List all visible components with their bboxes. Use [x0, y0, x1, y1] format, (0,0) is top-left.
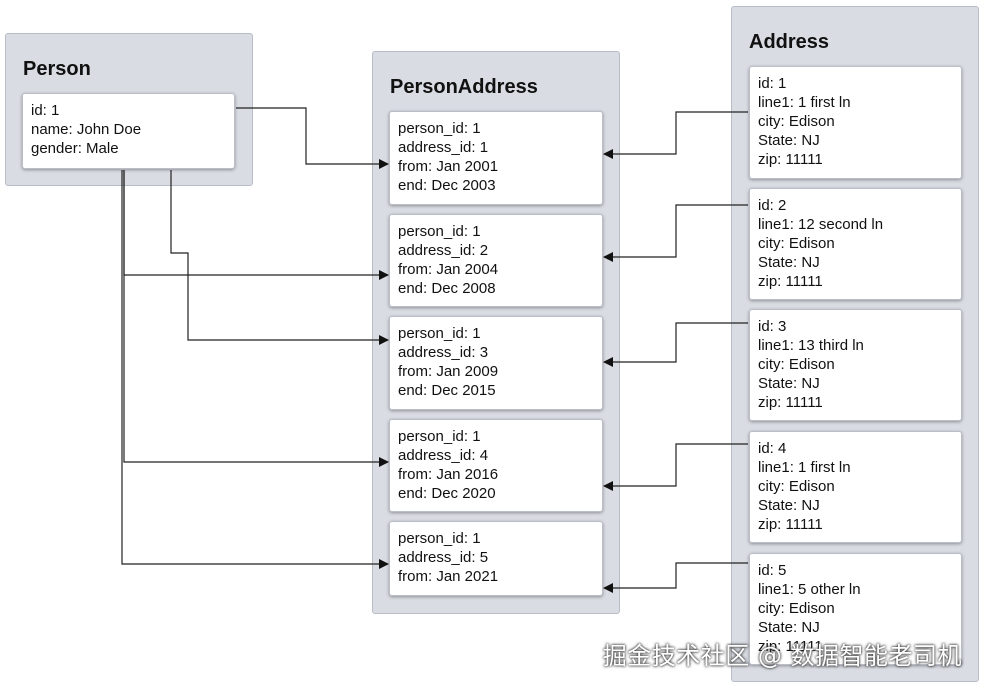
person-name-field: name: John Doe — [31, 121, 142, 138]
record-field: zip: 11111 — [758, 394, 823, 411]
record-field: line1: 5 other ln — [758, 581, 861, 598]
record-field: end: Dec 2020 — [398, 485, 496, 502]
record-field: State: NJ — [758, 497, 820, 514]
record-field: id: 3 — [758, 318, 787, 335]
record-field: person_id: 1 — [398, 120, 481, 137]
person-address-record-4: person_id: 1 address_id: 4 from: Jan 201… — [389, 419, 603, 512]
record-field: city: Edison — [758, 600, 835, 617]
record-field: person_id: 1 — [398, 325, 481, 342]
address-record-5: id: 5 line1: 5 other ln city: Edison Sta… — [749, 553, 962, 665]
record-field: person_id: 1 — [398, 428, 481, 445]
address-record-2: id: 2 line1: 12 second ln city: Edison S… — [749, 188, 962, 300]
record-field: end: Dec 2003 — [398, 177, 496, 194]
address-3-to-record-3-connector — [603, 322, 748, 367]
person-address-record-2: person_id: 1 address_id: 2 from: Jan 200… — [389, 214, 603, 307]
record-field: address_id: 5 — [398, 549, 489, 566]
person-entity-title: Person — [23, 58, 91, 80]
person-id-field: id: 1 — [31, 102, 60, 119]
record-field: State: NJ — [758, 375, 820, 392]
record-field: city: Edison — [758, 356, 835, 373]
record-field: line1: 13 third ln — [758, 337, 864, 354]
person-record-card: id: 1 name: John Doe gender: Male — [22, 93, 235, 169]
watermark-text: 掘金技术社区 @ 数据智能老司机 — [602, 642, 962, 670]
record-field: from: Jan 2009 — [398, 363, 499, 380]
record-field: city: Edison — [758, 235, 835, 252]
address-record-3: id: 3 line1: 13 third ln city: Edison St… — [749, 309, 962, 421]
record-field: zip: 11111 — [758, 273, 823, 290]
person-to-record-5-connector — [121, 170, 389, 569]
record-field: id: 1 — [758, 75, 787, 92]
record-field: line1: 1 first ln — [758, 459, 851, 476]
record-field: city: Edison — [758, 478, 835, 495]
person-to-record-3-connector — [170, 170, 389, 345]
record-field: person_id: 1 — [398, 530, 481, 547]
record-field: id: 2 — [758, 197, 787, 214]
record-field: zip: 11111 — [758, 151, 823, 168]
record-field: from: Jan 2016 — [398, 466, 499, 483]
address-record-1: id: 1 line1: 1 first ln city: Edison Sta… — [749, 66, 962, 179]
record-field: zip: 11111 — [758, 638, 823, 655]
address-record-4: id: 4 line1: 1 first ln city: Edison Sta… — [749, 431, 962, 543]
record-field: end: Dec 2008 — [398, 280, 496, 297]
person-gender-field: gender: Male — [31, 140, 119, 157]
record-field: city: Edison — [758, 113, 835, 130]
person-address-record-5: person_id: 1 address_id: 5 from: Jan 202… — [389, 521, 603, 596]
record-field: State: NJ — [758, 132, 820, 149]
record-field: State: NJ — [758, 254, 820, 271]
record-field: address_id: 3 — [398, 344, 489, 361]
address-2-to-record-2-connector — [603, 204, 748, 262]
address-entity-title: Address — [749, 31, 830, 53]
person-to-record-1-connector — [236, 107, 389, 169]
record-field: address_id: 2 — [398, 242, 489, 259]
address-1-to-record-1-connector — [603, 111, 748, 159]
person-to-record-4-connector — [123, 170, 389, 467]
record-field: from: Jan 2021 — [398, 568, 499, 585]
record-field: zip: 11111 — [758, 516, 823, 533]
record-field: from: Jan 2001 — [398, 158, 499, 175]
record-field: address_id: 4 — [398, 447, 489, 464]
record-field: line1: 1 first ln — [758, 94, 851, 111]
record-field: address_id: 1 — [398, 139, 489, 156]
record-field: State: NJ — [758, 619, 820, 636]
record-field: id: 5 — [758, 562, 787, 579]
person-address-record-1: person_id: 1 address_id: 1 from: Jan 200… — [389, 111, 603, 205]
record-field: id: 4 — [758, 440, 787, 457]
person-address-entity-title: PersonAddress — [390, 76, 538, 98]
record-field: person_id: 1 — [398, 223, 481, 240]
person-to-record-2-connector — [123, 170, 389, 280]
record-field: from: Jan 2004 — [398, 261, 499, 278]
person-address-record-3: person_id: 1 address_id: 3 from: Jan 200… — [389, 316, 603, 410]
record-field: line1: 12 second ln — [758, 216, 884, 233]
address-5-to-record-5-connector — [603, 562, 748, 593]
address-4-to-record-4-connector — [603, 443, 748, 491]
record-field: end: Dec 2015 — [398, 382, 496, 399]
